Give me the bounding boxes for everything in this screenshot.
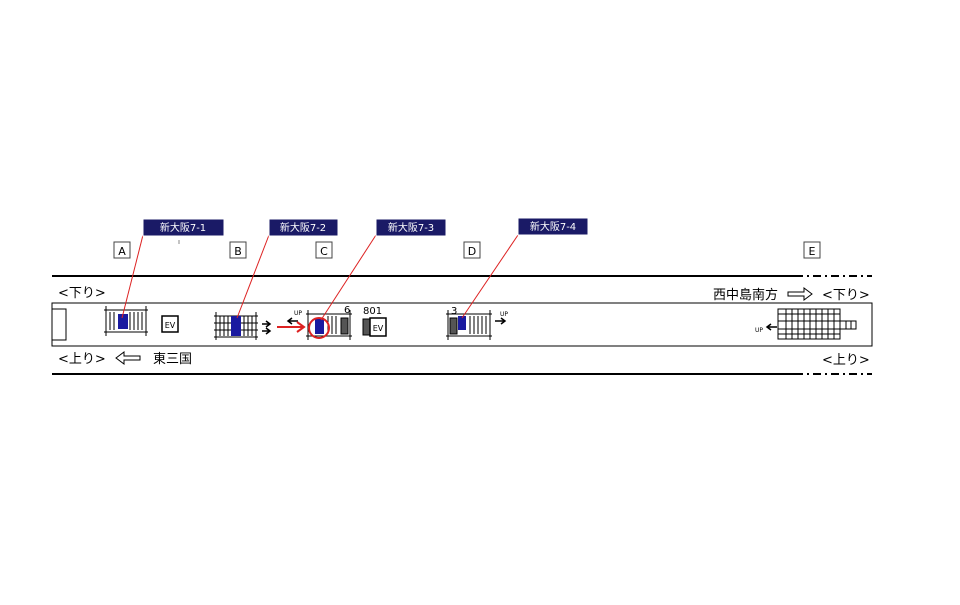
- camera-position-highlight: [231, 316, 241, 336]
- platform-end-block: [51, 308, 67, 341]
- callout-leader-1: [121, 234, 144, 319]
- car-position-b: B: [229, 241, 247, 259]
- camera-position-highlight: [315, 318, 324, 334]
- up-label: UP: [755, 327, 763, 334]
- callout-3[interactable]: 新大阪7-3: [375, 218, 447, 237]
- callout-leader-4: [461, 234, 519, 319]
- escalator-block: [340, 317, 349, 335]
- camera-position-highlight: [458, 316, 466, 330]
- red-circle-marker: [308, 317, 330, 339]
- elevator-c: 801 EV: [362, 306, 387, 337]
- elevator-label: EV: [373, 324, 384, 333]
- callout-leader-3: [320, 234, 377, 321]
- car-position-c: C: [315, 241, 333, 259]
- callout-label: 新大阪7-2: [280, 221, 326, 234]
- callout-label: 新大阪7-4: [530, 220, 576, 233]
- up-arrow-icon: [286, 317, 298, 325]
- stairs-c: UP 6: [286, 305, 352, 340]
- stairs-e: UP: [755, 308, 857, 340]
- elevator-label: EV: [165, 321, 176, 330]
- callout-4[interactable]: 新大阪7-4: [517, 217, 589, 236]
- up-arrow-icon: [495, 317, 507, 325]
- up-label: UP: [500, 311, 508, 318]
- car-letter: E: [809, 245, 816, 258]
- you-are-here-marker: [277, 317, 330, 339]
- camera-position-highlight: [118, 314, 128, 329]
- car-letter: B: [234, 245, 242, 258]
- arrow-right-icon: [787, 287, 813, 301]
- stair-number-6: 6: [344, 305, 350, 316]
- elevator-a: EV: [161, 315, 179, 333]
- stair-number-801: 801: [363, 306, 382, 317]
- car-position-a: A: [113, 241, 131, 259]
- stairs-d: 3 UP: [446, 306, 508, 340]
- direction-up-left: <上り>: [58, 352, 106, 367]
- callout-1[interactable]: 新大阪7-1: [142, 218, 225, 237]
- car-letter: D: [468, 245, 476, 258]
- direction-down-right: <下り>: [822, 288, 870, 303]
- destination-east: 西中島南方: [713, 287, 778, 303]
- arrow-left-icon: [115, 351, 141, 365]
- escalator-block: [449, 317, 458, 335]
- red-arrow-icon: [277, 321, 306, 333]
- car-position-d: D: [463, 241, 481, 259]
- callout-leader-2: [236, 234, 270, 319]
- callout-label: 新大阪7-3: [388, 221, 434, 234]
- stair-number-3: 3: [451, 306, 457, 317]
- up-label: UP: [294, 310, 302, 317]
- direction-up-right: <上り>: [822, 353, 870, 368]
- callout-label: 新大阪7-1: [160, 221, 206, 234]
- destination-west: 東三国: [153, 351, 192, 367]
- stairs-b: [214, 312, 272, 340]
- car-position-e: E: [803, 241, 821, 259]
- direction-down-left: <下り>: [58, 286, 106, 301]
- stairs-a: [104, 306, 148, 336]
- up-arrow-icon: [765, 323, 777, 331]
- car-letter: A: [118, 245, 126, 258]
- car-letter: C: [320, 245, 328, 258]
- callout-2[interactable]: 新大阪7-2: [268, 218, 339, 237]
